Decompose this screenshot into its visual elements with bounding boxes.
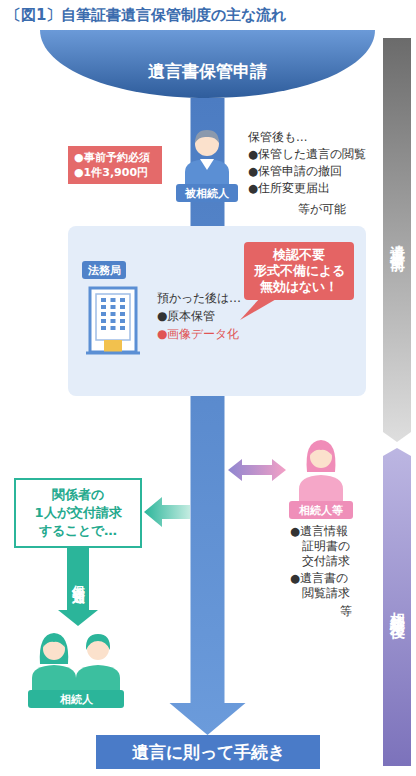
application-band: 遺言書保管申請 bbox=[40, 30, 375, 98]
branch-arrow bbox=[144, 497, 190, 527]
note-text: ●1件3,900円 bbox=[74, 165, 148, 180]
band-text: 遺言書保管申請 bbox=[148, 60, 267, 83]
result-text: 遺言に則って手続き bbox=[132, 741, 285, 764]
panel-text: 法務局 bbox=[82, 261, 126, 279]
flow-arrow bbox=[170, 98, 246, 735]
panel-text: ●画像データ化 bbox=[157, 326, 239, 342]
panel-text: 預かった後は… bbox=[157, 290, 241, 306]
person-icon bbox=[32, 633, 76, 690]
phase-text: 遺言者生前 bbox=[388, 233, 407, 248]
person-node: 相続人等 bbox=[286, 440, 356, 519]
result-band: 遺言に則って手続き bbox=[96, 735, 320, 769]
person-icon bbox=[185, 130, 229, 184]
note-label: 等 bbox=[340, 604, 352, 619]
person-label: 相続人等 bbox=[289, 501, 353, 519]
office-panel: 法務局預かった後は… ●原本保管 ●画像データ化 検認不要 形式不備による 無効はない… bbox=[68, 226, 366, 396]
dome-shape bbox=[40, 30, 375, 98]
flow-arrow bbox=[58, 548, 98, 626]
note-text: ●事前予約必須 bbox=[74, 150, 150, 165]
diagram-title: 〔図1〕自筆証書遺言保管制度の主な流れ bbox=[6, 6, 286, 25]
person-label: 相続人 bbox=[28, 690, 124, 708]
person-label: 被相続人 bbox=[176, 184, 238, 202]
process-box: 関係者の 1人が交付請求 することで… bbox=[14, 478, 142, 548]
note-label: ●遺言書の閲覧請求 bbox=[290, 571, 354, 601]
phase-bar: 相続発生後 bbox=[383, 448, 411, 766]
note-label: 等が可能 bbox=[298, 202, 346, 217]
edge-label: 保管通知 bbox=[69, 575, 87, 583]
note-label: ●住所変更届出 bbox=[248, 181, 330, 196]
process-text: 関係者の 1人が交付請求 することで… bbox=[20, 486, 136, 540]
person-node: 被相続人 bbox=[172, 126, 242, 202]
note-box: ●事前予約必須●1件3,900円 bbox=[68, 146, 162, 184]
phase-text: 相続発生後 bbox=[388, 600, 407, 615]
phase-bar: 遺言者生前 bbox=[383, 38, 411, 442]
note-label: ●遺言情報証明書の交付請求 bbox=[290, 524, 354, 569]
person-node: 相続人 bbox=[24, 626, 128, 708]
person-icon bbox=[299, 440, 343, 501]
bubble-tail bbox=[240, 298, 278, 320]
callout-text: 検認不要 形式不備による 無効はない！ bbox=[249, 247, 349, 295]
bubble-body bbox=[244, 242, 354, 300]
person-icon bbox=[76, 634, 120, 690]
note-label: ●保管した遺言の閲覧 bbox=[248, 147, 366, 162]
note-label: 保管後も… bbox=[248, 130, 308, 145]
phase-shape bbox=[383, 448, 411, 766]
panel-text: ●原本保管 bbox=[157, 308, 215, 324]
note-label: ●保管申請の撤回 bbox=[248, 164, 342, 179]
phase-shape bbox=[383, 38, 411, 442]
double-arrow bbox=[228, 459, 286, 481]
speech-bubble: 検認不要 形式不備による 無効はない！ bbox=[244, 242, 354, 300]
